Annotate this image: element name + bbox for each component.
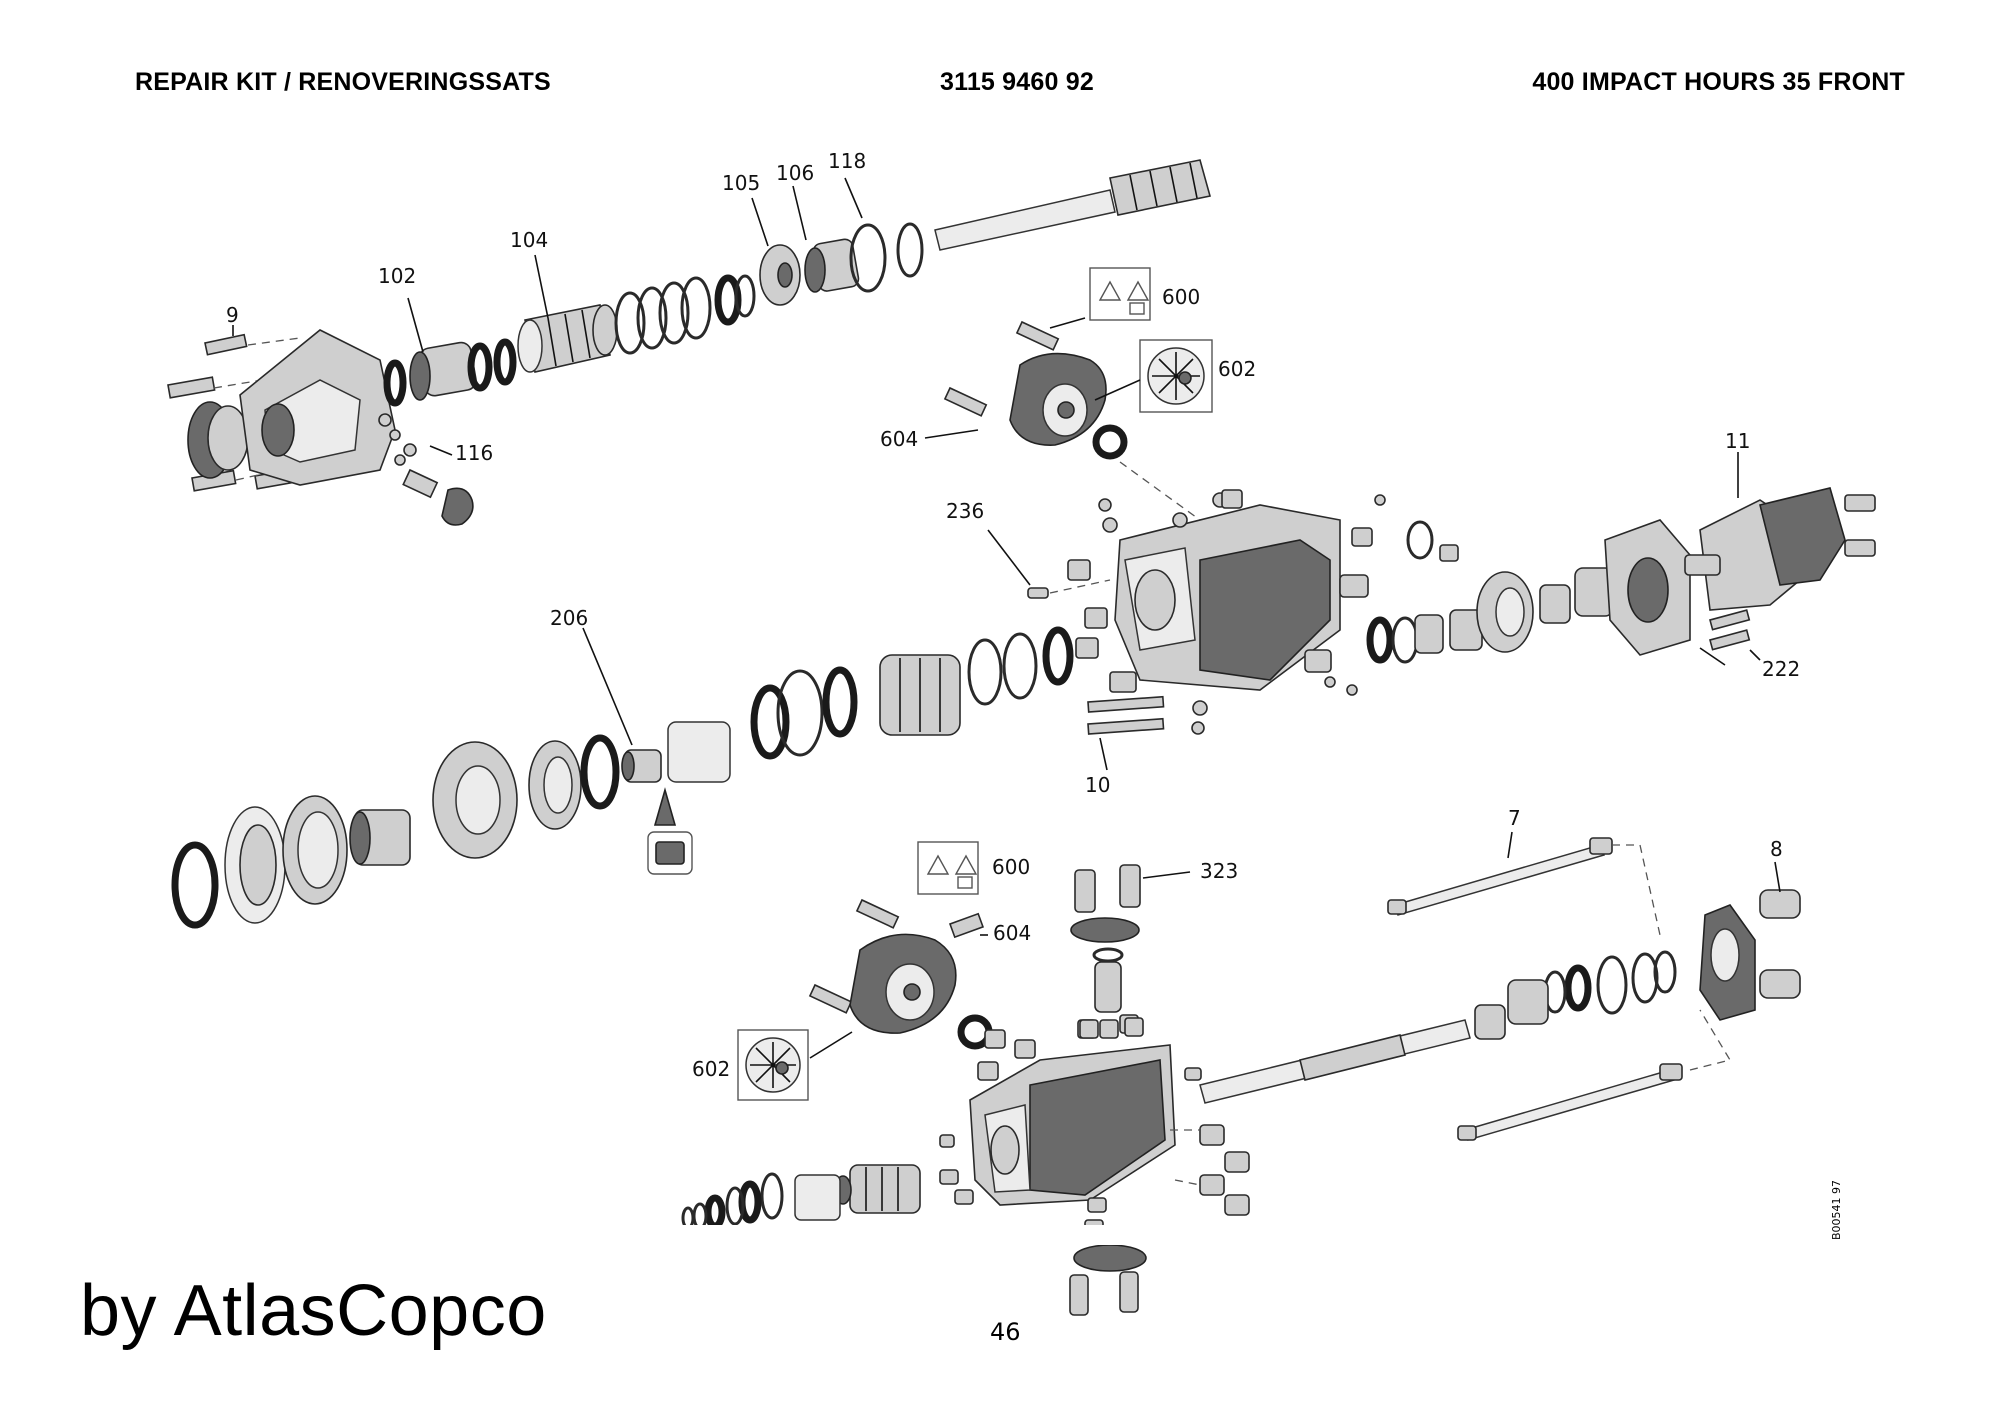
callout-600-upper: 600 <box>1162 285 1200 309</box>
rod-lower <box>1457 1063 1683 1141</box>
callout-labels: 9 102 104 105 106 118 116 600 602 604 23… <box>226 149 1800 1081</box>
filter-icon-602-lower <box>737 1029 809 1101</box>
brand-text: by AtlasCopco <box>80 1271 547 1351</box>
washer-105 <box>759 244 801 306</box>
callout-236: 236 <box>946 499 984 523</box>
callout-7: 7 <box>1508 806 1521 830</box>
callout-600-lower: 600 <box>992 855 1030 879</box>
leader-lines <box>232 177 1781 936</box>
warning-icons-600-upper <box>1089 267 1151 321</box>
bushing-102 <box>409 341 477 401</box>
callout-323: 323 <box>1200 859 1238 883</box>
warning-icons-600-lower <box>917 841 979 895</box>
header-part-number: 3115 9460 92 <box>940 68 1094 96</box>
callout-602-lower: 602 <box>692 1057 730 1081</box>
bearing-106 <box>804 238 860 293</box>
fittings-116 <box>378 413 474 526</box>
page-number: 46 <box>990 1318 1021 1346</box>
drawing-id: B00541 97 <box>1830 1179 1843 1240</box>
callout-118: 118 <box>828 149 866 173</box>
callout-206: 206 <box>550 606 588 630</box>
callout-604-lower: 604 <box>993 921 1031 945</box>
header-title: REPAIR KIT / RENOVERINGSSATS <box>135 68 551 96</box>
header-description: 400 IMPACT HOURS 35 FRONT <box>1532 68 1905 96</box>
callout-10: 10 <box>1085 773 1110 797</box>
callout-11: 11 <box>1725 429 1750 453</box>
filter-icon-602-upper <box>1139 339 1213 413</box>
left-shaft-stack <box>171 626 1074 929</box>
spool-center <box>879 654 961 736</box>
callout-222: 222 <box>1762 657 1800 681</box>
shaft-lower <box>1199 1019 1471 1104</box>
bushing-206 <box>621 749 662 783</box>
callout-8: 8 <box>1770 837 1783 861</box>
callout-116: 116 <box>455 441 493 465</box>
rod-7 <box>1387 837 1613 916</box>
pto-cover-assembly-upper <box>924 267 1213 521</box>
callout-104: 104 <box>510 228 548 252</box>
callout-105: 105 <box>722 171 760 195</box>
callout-106: 106 <box>776 161 814 185</box>
callout-604-upper: 604 <box>880 427 918 451</box>
gear-right <box>1476 571 1534 653</box>
hydraulic-motor-11 <box>1684 487 1876 611</box>
callout-102: 102 <box>378 264 416 288</box>
drive-shaft <box>934 159 1211 251</box>
gear-left <box>432 741 518 859</box>
front-cover-assembly <box>167 159 1211 526</box>
spool-lower <box>849 1164 921 1214</box>
callout-9: 9 <box>226 303 239 327</box>
lower-assembly <box>680 837 1801 1316</box>
callout-602-upper: 602 <box>1218 357 1256 381</box>
bolts-10 <box>1087 695 1165 735</box>
main-body-assembly <box>1027 487 1876 735</box>
cylinder-104 <box>517 304 618 373</box>
